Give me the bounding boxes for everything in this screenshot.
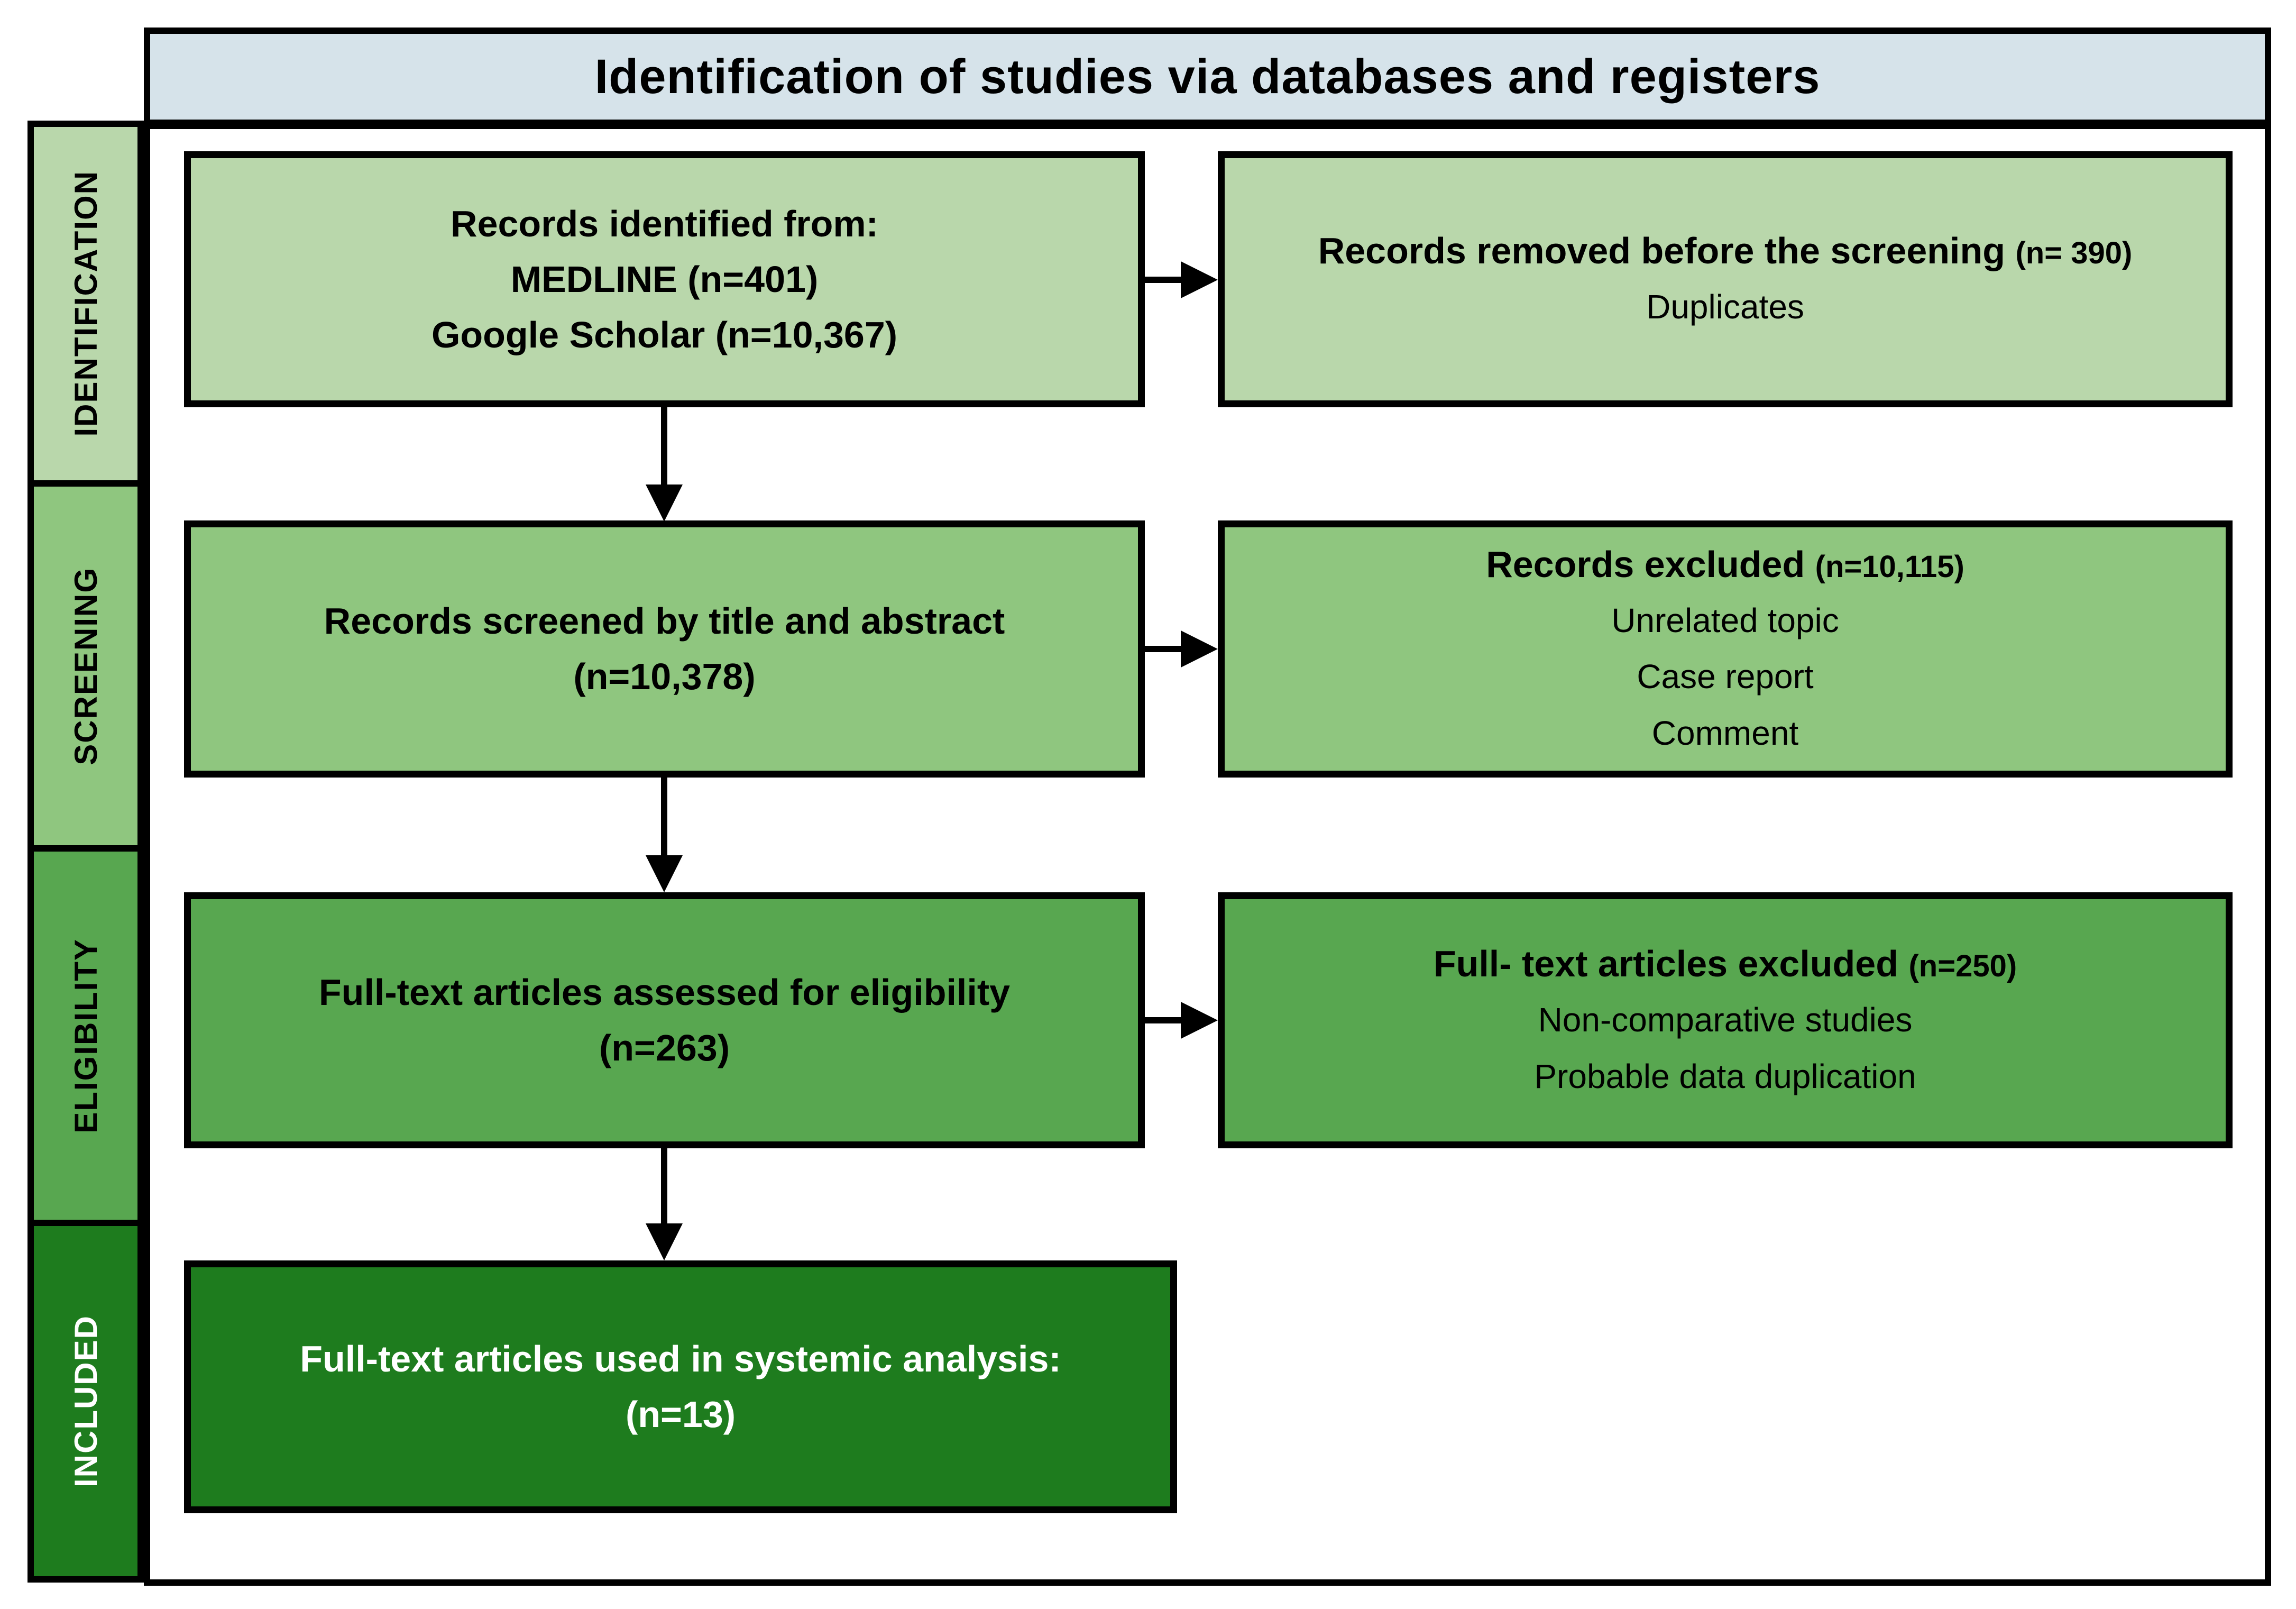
box-records-identified: Records identified from: MEDLINE (n=401)… <box>184 151 1145 407</box>
sidebar-stage-eligibility: ELIGIBILITY <box>27 845 144 1226</box>
arrow-screened-to-assessed <box>661 778 667 856</box>
box-text-line: Google Scholar (n=10,367) <box>431 314 898 355</box>
arrow-screened-to-excluded-head <box>1181 630 1218 668</box>
box-count: (n=10,115) <box>1815 550 1964 584</box>
box-count: (n= 390) <box>2015 236 2133 271</box>
arrow-screened-to-excluded <box>1145 646 1183 652</box>
arrow-identified-to-screened <box>661 407 667 486</box>
box-fulltext-included: Full-text articles used in systemic anal… <box>184 1260 1177 1513</box>
title-banner: Identification of studies via databases … <box>144 28 2271 129</box>
box-fulltext-assessed: Full-text articles assessed for eligibil… <box>184 892 1145 1148</box>
sidebar-stage-included: INCLUDED <box>27 1220 144 1583</box>
box-text-line: (n=10,378) <box>573 656 756 697</box>
sidebar-label-identification: IDENTIFICATION <box>68 170 104 437</box>
box-heading-text: Records removed before the screening <box>1318 230 2006 272</box>
box-item: Unrelated topic <box>1611 601 1839 640</box>
box-text-line: Full-text articles used in systemic anal… <box>300 1338 1061 1379</box>
box-fulltext-excluded: Full- text articles excluded (n=250) Non… <box>1218 892 2233 1148</box>
box-heading: Records removed before the screening (n=… <box>1318 223 2133 279</box>
sidebar-label-included: INCLUDED <box>68 1315 104 1487</box>
arrow-identified-to-removed <box>1145 277 1183 283</box>
box-text-line: Records identified from: <box>451 203 878 244</box>
arrow-assessed-to-excluded <box>1145 1017 1183 1023</box>
sidebar-label-screening: SCREENING <box>68 566 104 765</box>
box-text-line: (n=13) <box>625 1394 736 1435</box>
arrow-assessed-to-excluded-head <box>1181 1002 1218 1039</box>
box-text-line: Records screened by title and abstract <box>324 600 1005 642</box>
box-item: Comment <box>1651 714 1799 752</box>
box-count: (n=250) <box>1908 949 2017 984</box>
arrow-identified-to-screened-head <box>646 484 683 522</box>
sidebar-stage-screening: SCREENING <box>27 480 144 852</box>
box-text-line: MEDLINE (n=401) <box>510 258 819 300</box>
box-records-screened: Records screened by title and abstract (… <box>184 520 1145 778</box>
box-heading-text: Records excluded <box>1486 544 1805 586</box>
box-records-removed: Records removed before the screening (n=… <box>1218 151 2233 407</box>
box-item: Probable data duplication <box>1534 1057 1916 1095</box>
box-text-line: (n=263) <box>599 1027 730 1068</box>
box-heading: Full- text articles excluded (n=250) <box>1434 936 2017 992</box>
box-item: Duplicates <box>1646 288 1804 326</box>
box-heading-text: Full- text articles excluded <box>1433 943 1898 985</box>
box-text-line: Full-text articles assessed for eligibil… <box>318 972 1011 1013</box>
arrow-identified-to-removed-head <box>1181 261 1218 298</box>
arrow-screened-to-assessed-head <box>646 855 683 892</box>
diagram-title: Identification of studies via databases … <box>594 49 1821 104</box>
box-records-excluded: Records excluded (n=10,115) Unrelated to… <box>1218 520 2233 778</box>
box-item: Non-comparative studies <box>1538 1001 1913 1039</box>
sidebar-label-eligibility: ELIGIBILITY <box>68 938 104 1133</box>
arrow-assessed-to-included-head <box>646 1223 683 1260</box>
box-item: Case report <box>1637 657 1814 696</box>
box-heading: Records excluded (n=10,115) <box>1486 537 1964 592</box>
arrow-assessed-to-included <box>661 1148 667 1224</box>
sidebar-stage-identification: IDENTIFICATION <box>27 121 144 487</box>
